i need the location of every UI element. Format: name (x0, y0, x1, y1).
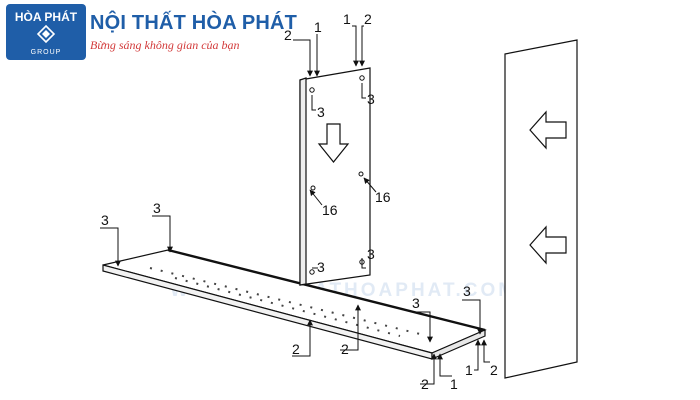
logo-text: HÒA PHÁT (15, 9, 78, 24)
callout-top-right-2: 2 (364, 11, 372, 27)
divider-panel (299, 67, 371, 286)
base-hole-row (149, 267, 421, 337)
brand-slogan: Bừng sáng không gian của bạn (90, 38, 240, 52)
callout-top-left-2: 2 (284, 27, 292, 43)
down-arrow-icon (317, 123, 350, 163)
callout-base-2-middle: 2 (341, 341, 349, 357)
callout-panel-hole-3b: 3 (367, 91, 375, 107)
callout-base-3-left: 3 (153, 200, 161, 216)
logo-group-text: GROUP (31, 49, 62, 56)
base-panel (102, 248, 487, 360)
callout-bottom-right-1: 1 (465, 362, 473, 378)
callout-cam-16-right: 16 (375, 189, 391, 205)
callout-panel-hole-3c: 3 (367, 246, 375, 262)
side-panel (504, 39, 578, 379)
callout-bottom-2: 2 (421, 376, 429, 392)
logo-diamond-icon (36, 24, 56, 44)
callout-panel-hole-3a: 3 (317, 104, 325, 120)
callout-top-left-1: 1 (314, 19, 322, 35)
callout-base-2-front: 2 (292, 341, 300, 357)
callout-base-3-right-b: 3 (463, 283, 471, 299)
left-arrow-icon-upper (529, 110, 567, 150)
callout-bottom-right-2: 2 (490, 362, 498, 378)
brand-name: NỘI THẤT HÒA PHÁT (90, 12, 298, 34)
callout-base-3-right-a: 3 (412, 295, 420, 311)
left-arrow-icon-lower (529, 225, 567, 265)
hoa-phat-logo: HÒA PHÁT GROUP (6, 4, 86, 60)
callout-panel-hole-3d: 3 (317, 259, 325, 275)
callout-top-right-1: 1 (343, 11, 351, 27)
logo-diamond-core-icon (42, 30, 50, 38)
callout-cam-16-left: 16 (322, 202, 338, 218)
divider-holes (309, 75, 365, 275)
callout-base-3-far-left: 3 (101, 212, 109, 228)
leader-lines (100, 25, 490, 385)
callout-bottom-1: 1 (450, 376, 458, 392)
